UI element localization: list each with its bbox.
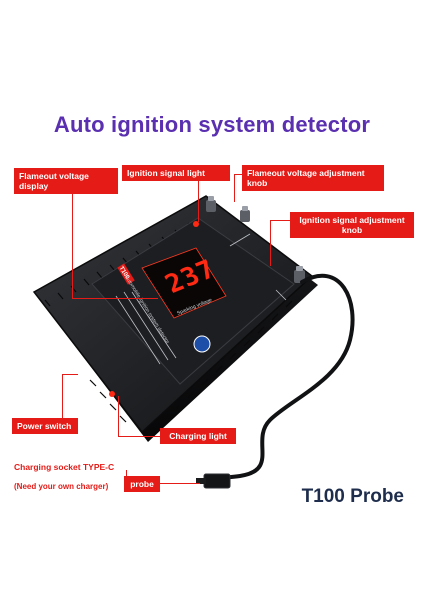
callout-ignition-knob: Ignition signal adjustment knob (290, 212, 414, 238)
connector-charging-light-v (118, 396, 120, 436)
connector-probe (160, 483, 200, 485)
page-title: Auto ignition system detector (53, 112, 371, 137)
connector-display-h (72, 298, 158, 300)
callout-power-switch: Power switch (12, 418, 78, 434)
callout-own-charger: (Need your own charger) (14, 482, 109, 491)
ignition-led (193, 221, 199, 227)
connector-charging-light (118, 436, 160, 438)
connector-display-v (72, 190, 74, 298)
callout-probe: probe (124, 476, 160, 492)
flameout-knob (206, 196, 216, 212)
display-window (141, 247, 227, 319)
callout-charging-socket: Charging socket TYPE-C (14, 462, 115, 472)
connector-ignition-knob (270, 220, 290, 222)
flameout-knob-2 (240, 206, 250, 222)
connector-power-h (62, 374, 78, 376)
probe-cable (210, 273, 355, 482)
panel-text-lines (115, 233, 287, 365)
product-label: T100 Probe (301, 486, 404, 507)
callout-flameout-knob: Flameout voltage adjustment knob (242, 165, 384, 191)
connector-flameout-knob-v (234, 174, 236, 202)
brand-logo (193, 335, 211, 353)
callout-charging-light: Charging light (160, 428, 236, 444)
charging-led (109, 391, 115, 397)
probe-head (203, 473, 231, 489)
callout-flameout-display: Flameout voltage display (14, 168, 118, 194)
callout-ignition-light: Ignition signal light (122, 165, 230, 181)
connector-ignition-v (198, 180, 200, 222)
probe-tip (196, 478, 206, 484)
model-badge-box (117, 263, 135, 285)
connector-ignition-knob-v (270, 220, 272, 266)
connector-power (62, 374, 64, 418)
